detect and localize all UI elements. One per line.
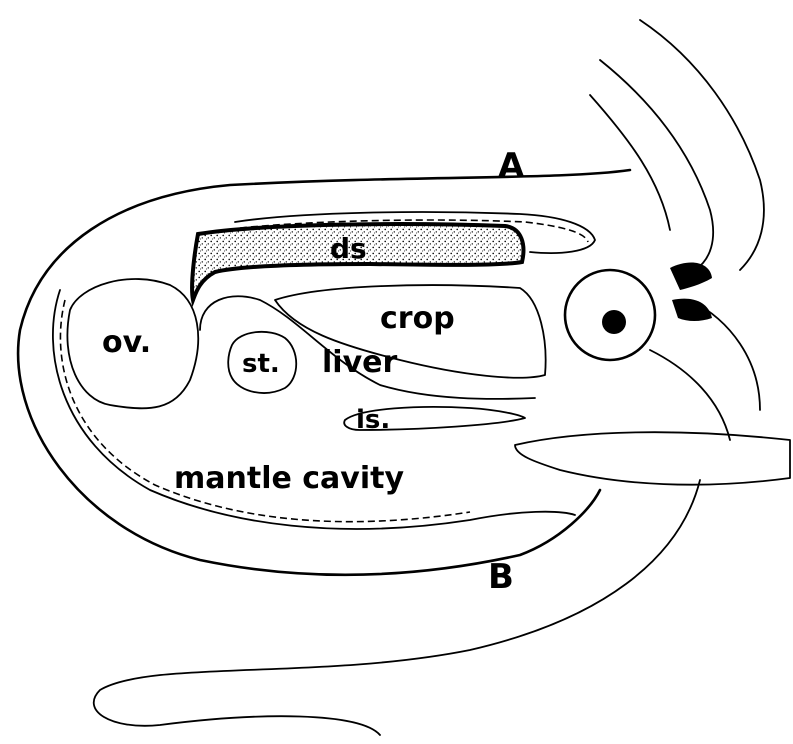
arm-5 — [650, 350, 730, 440]
arm-2 — [600, 60, 713, 270]
eye-pupil — [602, 310, 626, 334]
label-is: is. — [356, 405, 390, 435]
label-mantle-cavity: mantle cavity — [174, 461, 404, 496]
label-A: A — [498, 146, 525, 186]
label-crop: crop — [380, 301, 455, 336]
label-st: st. — [242, 349, 280, 379]
label-liver: liver — [322, 345, 397, 380]
funnel — [515, 432, 790, 484]
label-ov: ov. — [102, 325, 151, 360]
label-B: B — [488, 557, 514, 597]
beak-upper — [670, 263, 712, 290]
arm-3 — [590, 95, 670, 230]
arm-1 — [640, 20, 764, 270]
label-ds: ds — [330, 232, 367, 265]
ventral-arm — [94, 480, 700, 735]
